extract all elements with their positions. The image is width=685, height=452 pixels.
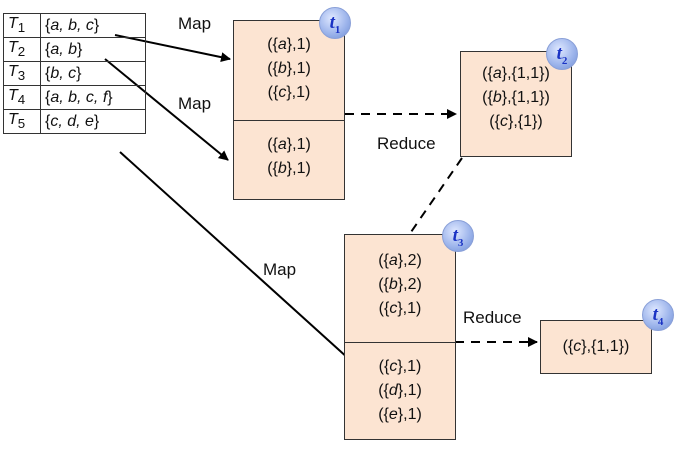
- t1-top-partition: ({a},1) ({b},1) ({c},1): [234, 21, 344, 121]
- t1-badge-icon: t1: [319, 7, 351, 39]
- map-label: Map: [178, 14, 212, 33]
- map-label: Map: [263, 260, 297, 279]
- t3-bottom-partition: ({c},1) ({d},1) ({e},1): [378, 358, 422, 423]
- table-row: T4 {a, b, c, f}: [3, 85, 146, 110]
- t1-bottom-partition: ({a},1) ({b},1): [267, 136, 311, 177]
- node-t4: ({c},{1,1}): [540, 320, 652, 374]
- t4-badge-icon: t4: [642, 299, 674, 331]
- reduce-label: Reduce: [377, 134, 436, 153]
- t2-badge-icon: t2: [546, 38, 578, 70]
- map-label: Map: [178, 94, 212, 113]
- table-row: T2 {a, b}: [3, 37, 146, 62]
- node-t1: ({a},1) ({b},1) ({c},1) ({a},1) ({b},1): [233, 20, 345, 200]
- reduce-arrow-t2-t3: [399, 157, 463, 249]
- table-row: T5 {c, d, e}: [3, 109, 146, 134]
- transaction-table: T1 {a, b, c} T2 {a, b} T3 {b, c} T4 {a, …: [3, 13, 146, 134]
- table-row: T1 {a, b, c}: [3, 13, 146, 38]
- t3-top-partition: ({a},2) ({b},2) ({c},1): [345, 235, 455, 343]
- node-t3: ({a},2) ({b},2) ({c},1) ({c},1) ({d},1) …: [344, 234, 456, 440]
- map-arrow-t3-bottom: [119, 151, 371, 379]
- t3-badge-icon: t3: [442, 220, 474, 252]
- node-t2: ({a},{1,1}) ({b},{1,1}) ({c},{1}): [460, 51, 572, 157]
- reduce-label: Reduce: [463, 308, 522, 327]
- table-row: T3 {b, c}: [3, 61, 146, 86]
